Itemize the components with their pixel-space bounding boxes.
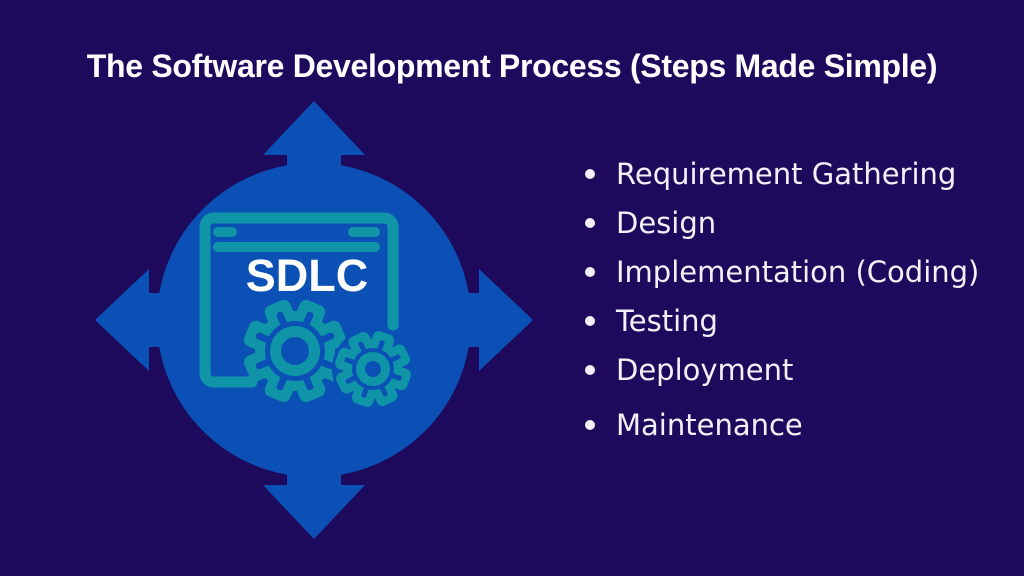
page-title: The Software Development Process (Steps …	[86, 48, 938, 84]
list-item: Design	[585, 198, 979, 247]
bullet-icon	[585, 217, 595, 228]
list-item: Implementation (Coding)	[585, 247, 979, 296]
list-item: Requirement Gathering	[585, 149, 979, 198]
sdlc-graphic: SDLC	[85, 90, 545, 550]
step-label: Design	[616, 205, 717, 240]
bullet-icon	[585, 419, 595, 430]
gear-small-hub	[356, 352, 390, 386]
sdlc-steps-list: Requirement Gathering Design Implementat…	[585, 149, 979, 449]
list-item: Deployment	[585, 345, 979, 394]
step-label: Maintenance	[616, 407, 803, 442]
step-label: Implementation (Coding)	[616, 254, 980, 289]
list-item: Maintenance	[585, 400, 979, 449]
browser-window-icon	[199, 212, 399, 388]
browser-frame	[199, 212, 399, 388]
sdlc-expand-arrows-icon: SDLC	[95, 101, 533, 539]
step-label: Deployment	[616, 352, 794, 387]
bullet-icon	[585, 266, 595, 277]
gear-small-icon	[332, 328, 414, 410]
list-item: Testing	[585, 296, 979, 345]
step-label: Testing	[616, 303, 718, 338]
bullet-icon	[585, 315, 595, 326]
bullet-icon	[585, 364, 595, 375]
bullet-icon	[585, 168, 595, 179]
gear-large-hub	[270, 326, 320, 376]
step-label: Requirement Gathering	[616, 156, 957, 191]
sdlc-label: SDLC	[246, 250, 369, 301]
